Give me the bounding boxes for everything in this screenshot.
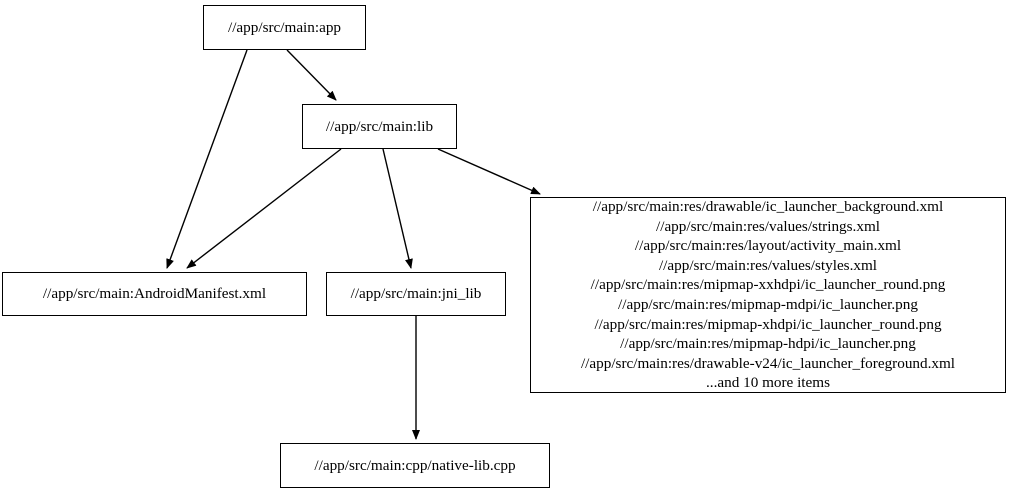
graph-node-resources[interactable]: //app/src/main:res/drawable/ic_launcher_… (530, 197, 1006, 393)
graph-node-resources-line: //app/src/main:res/drawable/ic_launcher_… (592, 198, 944, 216)
graph-node-resources-line: //app/src/main:res/values/styles.xml (658, 256, 878, 274)
graph-node-resources-line: //app/src/main:res/mipmap-xhdpi/ic_launc… (594, 315, 942, 333)
graph-node-resources-line: //app/src/main:res/mipmap-hdpi/ic_launch… (620, 335, 916, 353)
graph-node-lib-label: //app/src/main:lib (325, 117, 434, 135)
graph-edge-app-to-lib (286, 49, 337, 101)
graph-node-resources-line: //app/src/main:res/layout/activity_main.… (634, 237, 902, 255)
graph-node-native-lib-cpp-label: //app/src/main:cpp/native-lib.cpp (314, 456, 516, 474)
graph-node-app-label: //app/src/main:app (227, 18, 342, 36)
graph-edge-lib-to-jni-lib (382, 148, 413, 269)
graph-edge-lib-to-manifest (186, 148, 342, 269)
graph-node-android-manifest-label: //app/src/main:AndroidManifest.xml (42, 285, 267, 303)
graph-node-app[interactable]: //app/src/main:app (203, 5, 366, 50)
graph-node-resources-line: //app/src/main:res/values/strings.xml (656, 217, 880, 235)
graph-node-native-lib-cpp[interactable]: //app/src/main:cpp/native-lib.cpp (280, 443, 550, 488)
graph-node-resources-line: //app/src/main:res/mipmap-mdpi/ic_launch… (618, 296, 918, 313)
graph-node-lib[interactable]: //app/src/main:lib (302, 104, 457, 149)
graph-node-resources-line: ...and 10 more items (705, 374, 830, 392)
graph-node-jni-lib[interactable]: //app/src/main:jni_lib (326, 272, 506, 316)
graph-edge-app-to-manifest (166, 49, 248, 269)
graph-node-android-manifest[interactable]: //app/src/main:AndroidManifest.xml (2, 272, 307, 316)
graph-edge-lib-to-resources (437, 148, 541, 195)
graph-node-resources-line: //app/src/main:res/drawable-v24/ic_launc… (580, 354, 956, 372)
graph-node-jni-lib-label: //app/src/main:jni_lib (350, 285, 482, 303)
graph-node-resources-line: //app/src/main:res/mipmap-xxhdpi/ic_laun… (590, 276, 946, 294)
